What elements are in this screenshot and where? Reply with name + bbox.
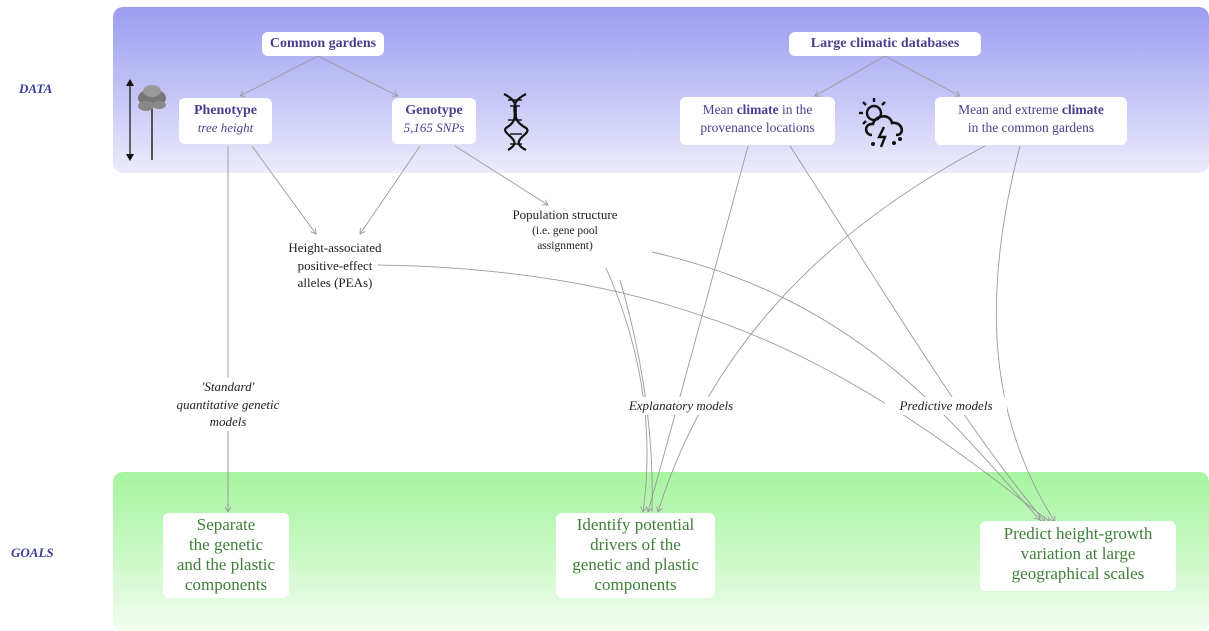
mean-climate-bold: climate [736, 102, 779, 117]
arrow-gardens-phenotype [240, 55, 319, 96]
arrow-genotype-popstructure [454, 145, 548, 205]
separate-l3: and the plastic [176, 555, 276, 575]
goal-identify: Identify potential drivers of the geneti… [556, 513, 715, 598]
predict-l1: Predict height-growth [1003, 524, 1153, 543]
model-standard: 'Standard' quantitative genetic models [158, 378, 298, 431]
row-label-data: DATA [19, 81, 53, 96]
arrow-extreme-identify [658, 145, 986, 512]
goal-separate: Separate the genetic and the plastic com… [163, 513, 289, 598]
predict-l3: geographical scales [1011, 564, 1145, 584]
node-phenotype: Phenotype tree height [179, 98, 272, 144]
pop-l2: (i.e. gene pool [532, 224, 598, 237]
tree-height-icon [126, 79, 166, 161]
node-population-structure: Population structure (i.e. gene pool ass… [500, 206, 630, 255]
separate-l1: Separate [196, 515, 256, 534]
arrow-db-meanclimate [815, 55, 886, 96]
predict-l2: variation at large [1020, 544, 1136, 564]
extreme-climate-bold: climate [1061, 102, 1104, 117]
pop-l1: Population structure [512, 207, 618, 222]
arrow-popstructure-predict [651, 251, 1040, 520]
node-genotype: Genotype 5,165 SNPs [392, 98, 476, 144]
node-mean-climate-provenance: Mean climate in the provenance locations [680, 97, 835, 145]
identify-l4: components [594, 575, 677, 595]
node-peas: Height-associated positive-effect allele… [270, 239, 400, 292]
peas-l3: alleles (PEAs) [297, 275, 373, 291]
row-label-goals: GOALS [11, 545, 54, 560]
arrow-extreme-predict [995, 145, 1055, 522]
peas-l1: Height-associated [288, 240, 382, 255]
standard-l3: models [209, 414, 247, 430]
arrow-meanclimate-identify [648, 145, 749, 512]
standard-l2: quantitative genetic [176, 396, 280, 412]
arrow-gardens-genotype [317, 55, 398, 96]
dna-icon [503, 93, 529, 151]
phenotype-title: Phenotype [194, 103, 257, 118]
model-explanatory: Explanatory models [606, 397, 756, 415]
genotype-title: Genotype [405, 103, 463, 118]
model-predictive: Predictive models [885, 397, 1007, 415]
arrow-meanclimate-predict [789, 145, 1045, 522]
extreme-climate-line2: in the common gardens [967, 119, 1095, 135]
standard-l1: 'Standard' [201, 379, 255, 394]
arrow-peas-predict [377, 264, 1050, 522]
identify-l1: Identify potential [576, 515, 695, 534]
weather-icon [859, 98, 904, 148]
genotype-sub: 5,165 SNPs [403, 120, 465, 136]
separate-l2: the genetic [188, 535, 264, 555]
identify-l3: genetic and plastic [572, 555, 699, 575]
arrow-genotype-peas [360, 145, 421, 234]
arrow-phenotype-peas [251, 145, 316, 234]
node-mean-extreme-climate: Mean and extreme climate in the common g… [935, 97, 1127, 145]
phenotype-sub: tree height [197, 120, 254, 136]
peas-l2: positive-effect [297, 257, 373, 273]
goal-predict: Predict height-growth variation at large… [980, 521, 1176, 591]
node-large-climatic-databases: Large climatic databases [789, 32, 981, 56]
mean-climate-post: in the [778, 102, 813, 117]
extreme-climate-pre: Mean and extreme [958, 102, 1062, 117]
pop-l3: assignment) [537, 240, 593, 253]
identify-l2: drivers of the [590, 535, 681, 555]
node-common-gardens: Common gardens [262, 32, 384, 56]
separate-l4: components [184, 575, 268, 595]
mean-climate-line2: provenance locations [700, 119, 815, 135]
arrow-identify-from-pop2 [619, 279, 653, 513]
arrow-db-extremeclimate [884, 55, 960, 96]
mean-climate-pre: Mean [702, 102, 737, 117]
arrow-popstructure-identify [605, 267, 648, 512]
